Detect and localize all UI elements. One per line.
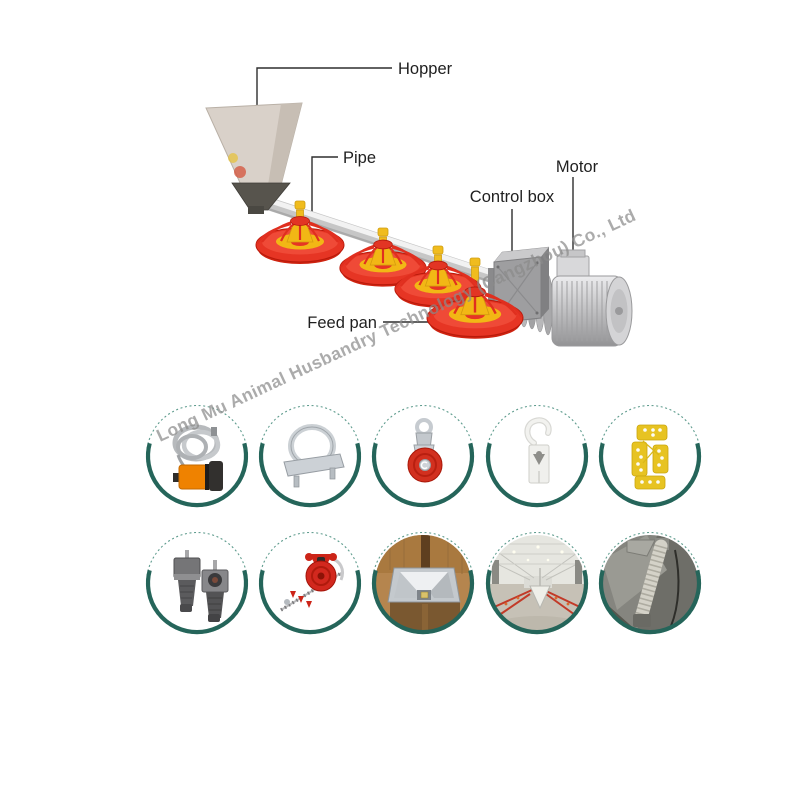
product-circle-gearbox-pair (144, 530, 250, 636)
pulley-icon (407, 418, 443, 483)
product-circle-hopper-photo (370, 530, 476, 636)
product-circle-pulley (370, 403, 476, 509)
product-circle-level-sensor (144, 403, 250, 509)
product-circle-anti-roost-parts (257, 530, 363, 636)
product-circle-plastic-hook (484, 403, 590, 509)
product-circle-pipe-clamp (257, 403, 363, 509)
level-sensor-icon (172, 424, 223, 491)
product-circle-yellow-bracket (597, 403, 703, 509)
product-circle-flexible-auger-photo (597, 530, 703, 636)
flexible-auger-photo-icon (602, 535, 698, 631)
hopper-top-view-photo-icon (375, 535, 471, 631)
gearbox-pair-icon (173, 550, 229, 622)
anti-roost-parts-icon (280, 553, 344, 612)
yellow-bracket-plate-icon (631, 424, 669, 490)
product-circle-poultry-house-photo (484, 530, 590, 636)
plastic-hook-icon (524, 417, 552, 484)
pipe-clamp-icon (283, 424, 345, 488)
